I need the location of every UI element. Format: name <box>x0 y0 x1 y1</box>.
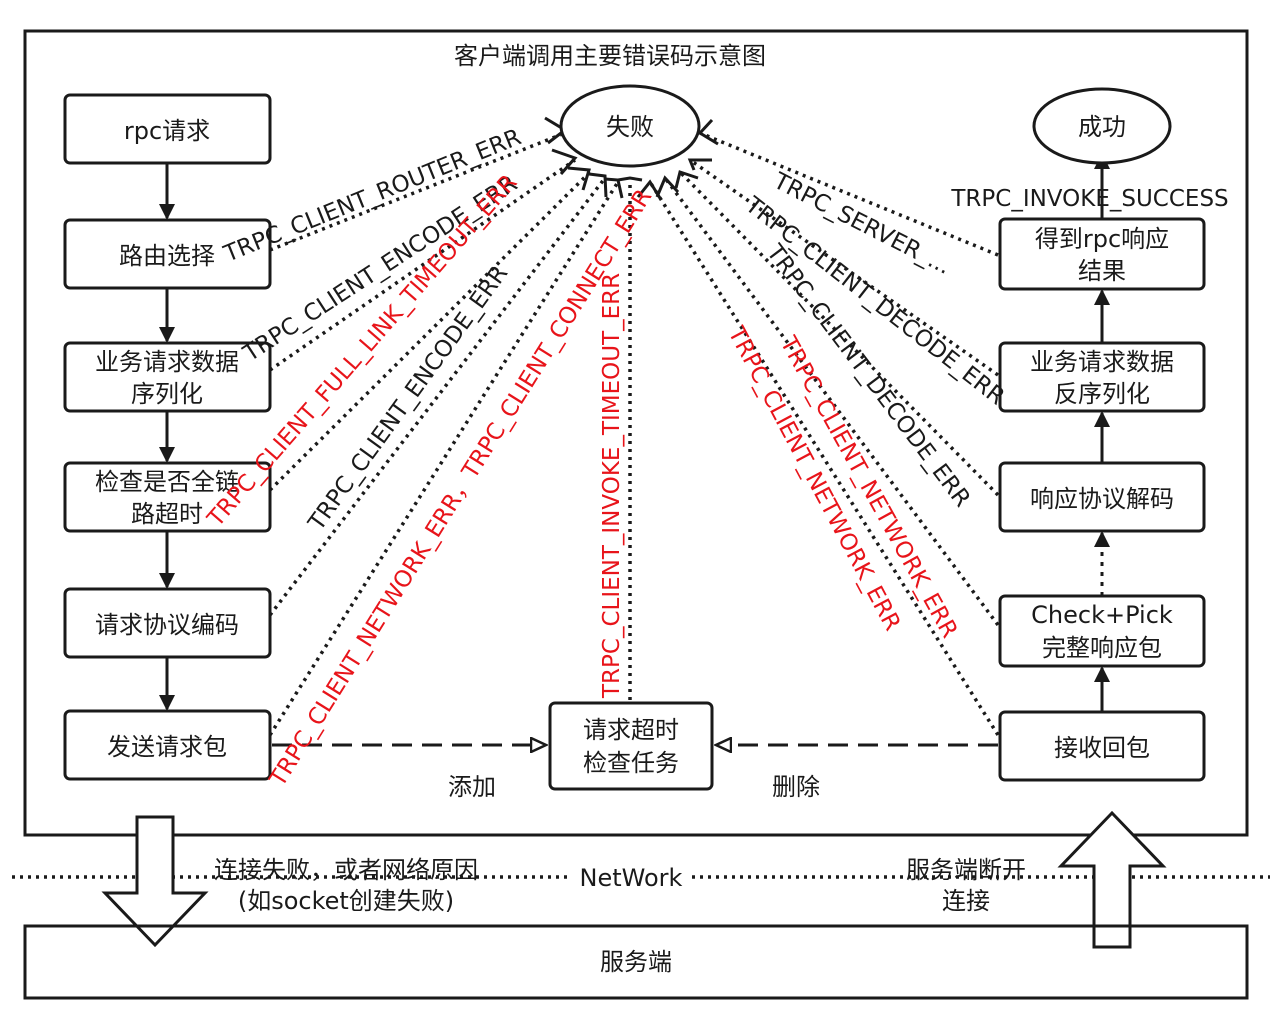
deserialize-label-2: 反序列化 <box>1054 380 1150 408</box>
timeout-task-label-2: 检查任务 <box>583 749 679 777</box>
server-label: 服务端 <box>600 948 672 976</box>
timeout-task-label-1: 请求超时 <box>583 716 679 744</box>
invoke-success-label: TRPC_INVOKE_SUCCESS <box>950 186 1228 212</box>
error-line-checkpick <box>663 176 1000 627</box>
network-label: NetWork <box>580 864 683 892</box>
protocol-decode-label: 响应协议解码 <box>1030 485 1174 513</box>
server-disconnect-arrow <box>1057 810 1167 949</box>
success-node <box>1032 87 1172 165</box>
server-disconnect-label-2: 连接 <box>942 887 990 915</box>
add-label: 添加 <box>448 773 496 801</box>
success-label: 成功 <box>1078 113 1126 141</box>
network-label-bg <box>570 862 692 890</box>
send-packet-box <box>63 709 272 781</box>
connect-fail-label-1: 连接失败，或者网络原因 <box>214 856 478 884</box>
full-link-check-label-2: 路超时 <box>131 500 203 528</box>
error-line-send <box>268 181 620 736</box>
connect-fail-arrow <box>101 815 209 948</box>
full-link-check-label-1: 检查是否全链 <box>95 468 239 496</box>
serialize-label-1: 业务请求数据 <box>95 348 239 376</box>
fail-label: 失败 <box>606 113 654 141</box>
error-line-serialize <box>269 158 576 372</box>
error-line-receive <box>648 181 1000 736</box>
invoke-timeout-label: TRPC_CLIENT_INVOKE_TIMEOUT_ERR <box>599 273 625 699</box>
deserialize-label-1: 业务请求数据 <box>1030 348 1174 376</box>
server-box <box>23 924 1249 1000</box>
timeout-task-box <box>548 701 714 791</box>
delete-label: 删除 <box>772 773 820 801</box>
error-lines <box>268 131 1000 736</box>
error-line-route <box>269 131 566 252</box>
error-line-fulllink <box>268 170 592 492</box>
client-frame <box>23 29 1249 837</box>
check-pick-label-2: 完整响应包 <box>1042 634 1162 662</box>
fail-node <box>559 84 701 168</box>
route-select-label: 路由选择 <box>119 242 215 270</box>
protocol-encode-label: 请求协议编码 <box>95 611 239 639</box>
rpc-request-label: rpc请求 <box>124 117 210 145</box>
error-line-decode <box>678 170 1000 497</box>
error-line-result <box>699 131 999 257</box>
serialize-label-2: 序列化 <box>131 380 203 408</box>
error-line-deserialize <box>688 158 1000 377</box>
fail-arrowheads <box>544 116 719 199</box>
get-result-label-2: 结果 <box>1078 257 1126 285</box>
get-result-label-1: 得到rpc响应 <box>1035 225 1169 253</box>
diagram-title: 客户端调用主要错误码示意图 <box>454 42 766 70</box>
send-packet-label: 发送请求包 <box>107 733 227 761</box>
error-line-encode <box>268 176 607 617</box>
server-disconnect-label-1: 服务端断开 <box>906 856 1026 884</box>
receive-packet-label: 接收回包 <box>1054 734 1150 762</box>
check-pick-label-1: Check+Pick <box>1031 601 1173 629</box>
connect-fail-label-2: (如socket创建失败) <box>238 887 454 915</box>
